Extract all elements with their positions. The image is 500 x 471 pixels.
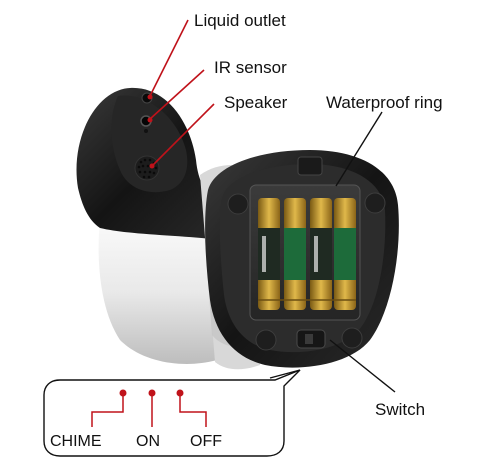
label-off: OFF	[190, 433, 222, 450]
speaker-grille-icon	[134, 155, 160, 181]
label-liquid-outlet: Liquid outlet	[194, 11, 286, 30]
red-leader-lines	[149, 19, 215, 167]
battery-compartment	[205, 150, 399, 368]
aa-batteries	[258, 198, 356, 310]
label-ir-sensor: IR sensor	[214, 58, 287, 77]
label-switch: Switch	[375, 400, 426, 419]
label-waterproof-ring: Waterproof ring	[326, 93, 443, 112]
switch-position-panel	[43, 369, 301, 457]
label-on: ON	[136, 433, 160, 450]
label-speaker: Speaker	[224, 93, 288, 112]
label-chime: CHIME	[50, 433, 102, 450]
